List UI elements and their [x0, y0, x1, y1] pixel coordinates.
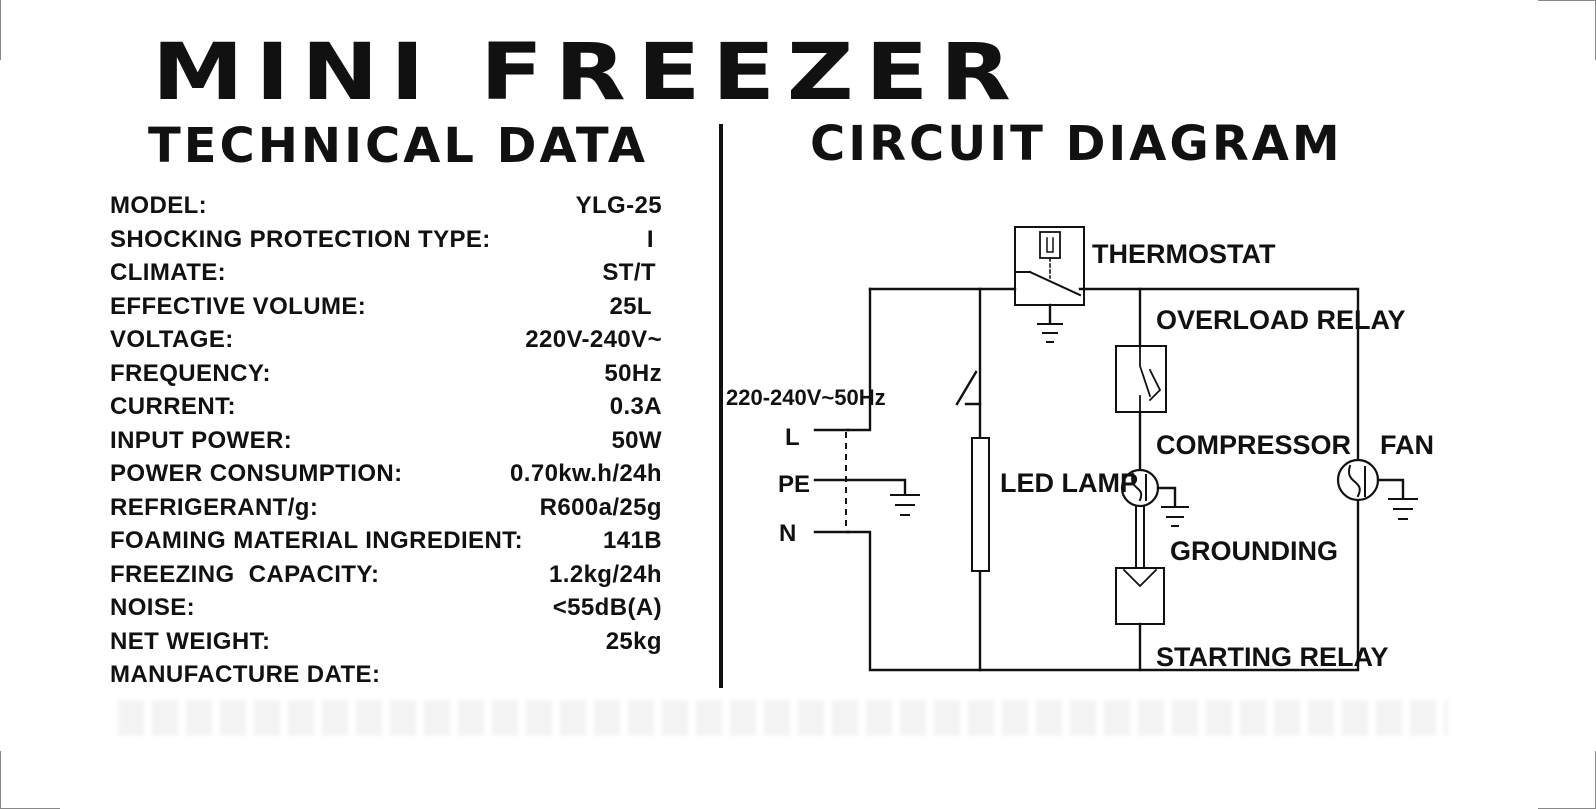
spec-label: EFFECTIVE VOLUME: — [110, 292, 367, 320]
ground-symbol — [890, 494, 920, 516]
crop-mark — [1538, 0, 1596, 1]
product-title: MINI FREEZER — [152, 28, 1023, 118]
wire-top-right — [846, 287, 1360, 672]
spec-row-voltage: VOLTAGE: 220V-240V~ — [110, 326, 662, 360]
spec-value: 50Hz — [604, 359, 662, 387]
lamp-switch — [955, 370, 978, 406]
spec-label: CURRENT: — [110, 393, 236, 420]
wire-left-rail — [846, 287, 872, 432]
spec-value: 220V-240V~ — [525, 326, 662, 353]
spec-label: POWER CONSUMPTION: — [110, 460, 403, 487]
spec-value: I — [646, 225, 654, 253]
supply-label: 220-240V~50Hz — [726, 385, 886, 410]
spec-label: SHOCKING PROTECTION TYPE: — [110, 225, 491, 253]
spec-label: MODEL: — [110, 192, 208, 219]
spec-label: NOISE: — [110, 594, 196, 621]
spec-row-manufacture-date: MANUFACTURE DATE: — [110, 661, 662, 695]
starting-relay-box — [1115, 567, 1165, 625]
spec-row-power-consumption: POWER CONSUMPTION: 0.70kw.h/24h — [110, 460, 662, 494]
ground-symbol — [1037, 323, 1063, 343]
spec-row-noise: NOISE: <55dB(A) — [110, 594, 662, 628]
compressor-label: COMPRESSOR — [1156, 430, 1351, 460]
terminal-pe-wire — [813, 478, 907, 496]
faded-footer-text — [118, 700, 1448, 736]
terminal-l-label: L — [785, 424, 800, 451]
overload-relay-box — [1115, 345, 1167, 413]
fan-coil — [1347, 464, 1366, 498]
compressor-coil — [1131, 472, 1147, 502]
spec-row-input-power: INPUT POWER: 50W — [110, 427, 662, 461]
spec-row-current: CURRENT: 0.3A — [110, 393, 662, 427]
spec-row-protection: SHOCKING PROTECTION TYPE: I — [110, 226, 662, 260]
spec-label: FREEZING CAPACITY: — [110, 560, 380, 588]
spec-row-foaming: FOAMING MATERIAL INGREDIENT: 141B — [110, 527, 662, 561]
spec-row-model: MODEL: YLG-25 — [110, 192, 662, 226]
ground-symbol — [1388, 498, 1418, 520]
spec-label: FREQUENCY: — [110, 359, 271, 387]
fan-ground-wire — [1376, 478, 1405, 500]
terminal-n-label: N — [779, 520, 796, 547]
thermostat-sensor-bulb — [1046, 237, 1054, 253]
overload-relay-label: OVERLOAD RELAY — [1156, 305, 1406, 335]
spec-row-refrigerant: REFRIGERANT/g: R600a/25g — [110, 494, 662, 528]
starting-relay-symbol — [1122, 568, 1158, 588]
spec-value: 0.70kw.h/24h — [510, 460, 662, 487]
spec-value: 50W — [611, 426, 662, 454]
spec-value: R600a/25g — [539, 493, 662, 521]
spec-label: VOLTAGE: — [110, 326, 234, 353]
spec-row-freezing-capacity: FREEZING CAPACITY: 1.2kg/24h — [110, 561, 662, 595]
fan-label: FAN — [1380, 430, 1434, 460]
crop-mark — [0, 0, 1, 60]
ground-symbol — [1161, 506, 1189, 527]
thermostat-sensor — [1039, 231, 1061, 259]
circuit-diagram-heading: CIRCUIT DIAGRAM — [810, 116, 1343, 172]
led-lamp-symbol — [971, 437, 990, 572]
spec-label: CLIMATE: — [110, 259, 227, 286]
spec-value: YLG-25 — [575, 192, 662, 219]
spec-label: NET WEIGHT: — [110, 627, 271, 655]
wire-compressor-relay — [1135, 505, 1145, 569]
thermostat-switch — [1014, 270, 1082, 297]
section-divider — [719, 124, 723, 688]
spec-table: MODEL:YLG-25 SHOCKING PROTECTION TYPE:I … — [110, 192, 662, 695]
overload-relay-contact — [1139, 345, 1162, 413]
spec-value: 1.2kg/24h — [549, 560, 662, 588]
led-lamp-label: LED LAMP — [1000, 468, 1138, 498]
spec-label: MANUFACTURE DATE: — [110, 661, 381, 688]
compressor-ground-wire — [1156, 486, 1177, 508]
starting-relay-label: STARTING RELAY — [1156, 642, 1389, 672]
spec-value: 25L — [609, 292, 652, 320]
spec-value: 25kg — [605, 627, 662, 655]
spec-value: <55dB(A) — [552, 594, 662, 621]
thermostat-label: THERMOSTAT — [1092, 239, 1276, 269]
spec-value: 141B — [603, 527, 662, 554]
crop-mark — [0, 751, 1, 809]
terminal-pe-label: PE — [778, 471, 810, 498]
technical-data-heading: TECHNICAL DATA — [148, 118, 649, 174]
spec-label: INPUT POWER: — [110, 426, 293, 454]
spec-value: 0.3A — [609, 393, 662, 420]
spec-row-volume: EFFECTIVE VOLUME: 25L — [110, 293, 662, 327]
spec-row-climate: CLIMATE: ST/T — [110, 259, 662, 293]
grounding-label: GROUNDING — [1170, 536, 1338, 566]
spec-label: FOAMING MATERIAL INGREDIENT: — [110, 527, 523, 554]
spec-row-frequency: FREQUENCY: 50Hz — [110, 360, 662, 394]
spec-row-net-weight: NET WEIGHT: 25kg — [110, 628, 662, 662]
spec-value: ST/T — [602, 259, 656, 286]
spec-label: REFRIGERANT/g: — [110, 493, 319, 521]
